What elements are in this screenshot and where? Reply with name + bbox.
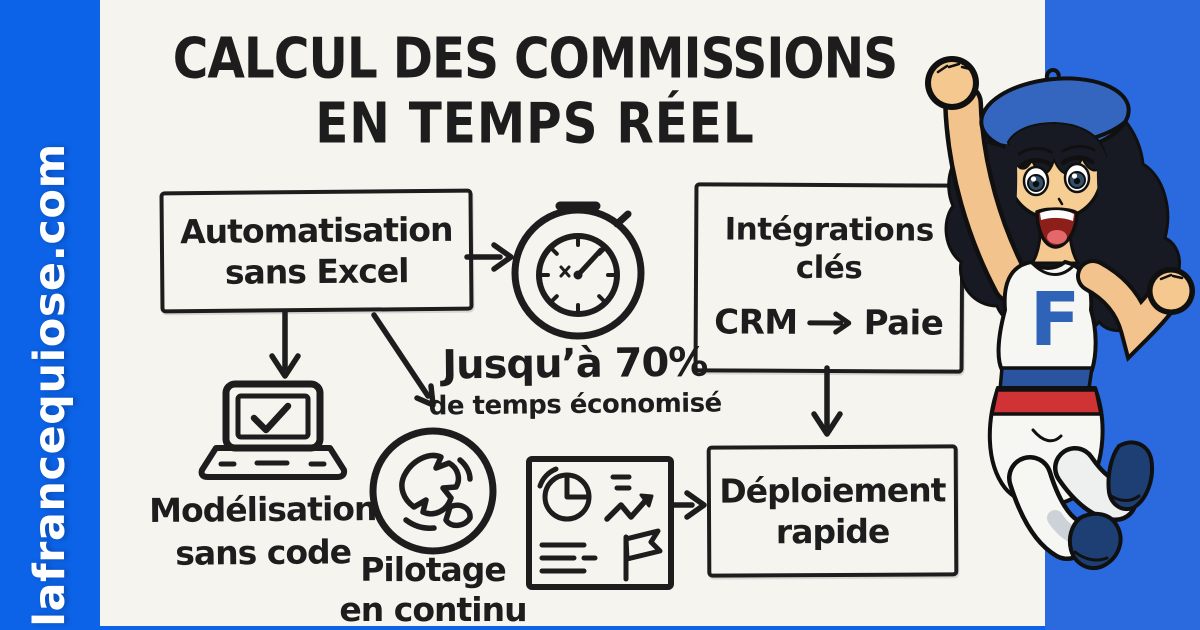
- deployment-line-2: rapide: [775, 511, 890, 552]
- bent-fist: [1152, 272, 1190, 310]
- crm-label: CRM: [714, 302, 798, 343]
- boot-lower: [1067, 511, 1123, 570]
- integrations-line-1: Intégrations: [724, 211, 934, 249]
- red-belt: [989, 388, 1104, 416]
- integrations-box: Intégrations clés CRM Paie: [693, 182, 965, 374]
- modeling-line-1: Modélisation: [148, 489, 377, 530]
- automation-line-1: Automatisation: [179, 209, 453, 251]
- site-domain-label: lafrancequiose.com: [25, 143, 75, 627]
- report-chart-icon: [526, 456, 674, 590]
- page-title: CALCUL DES COMMISSIONS EN TEMPS RÉEL: [142, 26, 928, 156]
- tank-top: [996, 259, 1098, 372]
- stopwatch-icon: [511, 201, 645, 340]
- raised-arm: [947, 87, 1028, 300]
- nose: [1057, 197, 1064, 206]
- eyebrows: [1017, 144, 1096, 156]
- crm-to-paie-row: CRM Paie: [714, 302, 943, 344]
- eyes: [1018, 155, 1095, 197]
- globe-icon: [369, 427, 497, 555]
- title-line-2: EN TEMPS RÉEL: [315, 90, 755, 156]
- monitoring-line-1: Pilotage: [360, 550, 507, 589]
- raised-fist: [931, 62, 973, 104]
- time-saving-subline: de temps économisé: [428, 388, 722, 422]
- monitoring-caption: Pilotage en continu: [333, 550, 533, 629]
- automation-box: Automatisation sans Excel: [159, 188, 474, 314]
- integrations-line-2: clés: [795, 249, 863, 286]
- time-saving-caption: Jusqu’à 70% de temps économisé: [425, 339, 726, 422]
- mascot-character: F: [925, 56, 1195, 570]
- mouth: [1035, 207, 1079, 249]
- monitoring-line-2: en continu: [339, 589, 527, 629]
- shirt-letter: F: [1030, 277, 1081, 363]
- arrow-right-icon: [807, 311, 852, 335]
- laptop-check-icon: [198, 380, 348, 480]
- time-saving-headline: Jusqu’à 70%: [442, 339, 708, 389]
- boot-upper: [1106, 440, 1154, 511]
- title-line-1: CALCUL DES COMMISSIONS: [172, 26, 899, 91]
- automation-line-2: sans Excel: [224, 251, 409, 292]
